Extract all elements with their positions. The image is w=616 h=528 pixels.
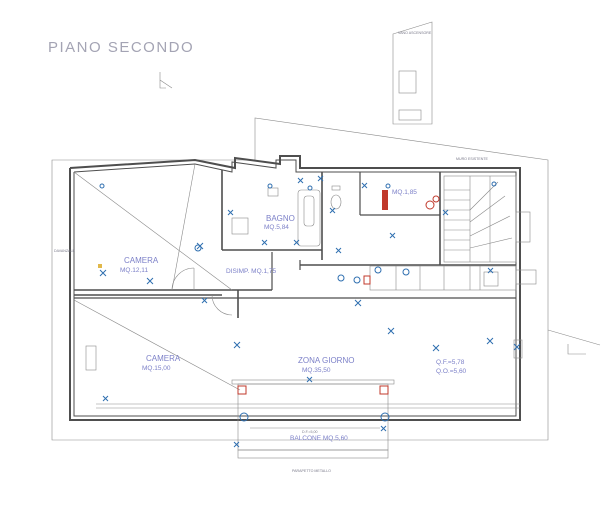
balcone-sublabel: D.F.=5,00 [302, 430, 317, 434]
room-name-zona-giorno: ZONA GIORNO [298, 356, 354, 365]
wall-openings [85, 211, 537, 371]
plan-title: PIANO SECONDO [48, 39, 194, 56]
annotation-bottom: PARAPETTO METALLO [292, 469, 331, 473]
room-area-zona-giorno: MQ.35,50 [302, 367, 331, 374]
site-outline-spur [547, 329, 601, 346]
room-label-disimp: DISIMP. MQ.1,75 [226, 268, 276, 275]
height-label-qf: Q.F.=5,78 [436, 359, 465, 366]
kitchen-counter [369, 265, 517, 291]
site-plan-outline [392, 21, 433, 125]
room-area-camera-upper: MQ.12,11 [120, 267, 148, 274]
site-plan-block-a [398, 70, 417, 94]
balcony [96, 379, 520, 459]
site-plan-block-b [398, 109, 422, 121]
annotation-wall-top: MURO ESISTENTE [456, 157, 489, 161]
door-swing-camera [171, 267, 195, 291]
door-swing-lower [211, 294, 233, 316]
annotation-legend-box: VANO ASCENSORE [398, 31, 432, 35]
annotation-davanzale: DAVANZALE [54, 249, 75, 253]
room-name-camera-lower: CAMERA [146, 354, 181, 363]
heating-symbols [98, 190, 440, 395]
room-label-balcone: BALCONE MQ.5,60 [290, 435, 348, 442]
room-name-camera-upper: CAMERA [124, 256, 159, 265]
outer-walls [69, 155, 521, 421]
room-area-bagno: MQ.5,84 [264, 224, 289, 231]
room-area-camera-lower: MQ.15,00 [142, 365, 171, 372]
section-marker-icon [567, 344, 586, 355]
interior-walls [74, 170, 516, 318]
electrical-symbols [99, 175, 521, 448]
stair-flight [443, 175, 517, 263]
north-marker-icon [159, 72, 173, 89]
construction-lines [73, 163, 241, 391]
height-label-qo: Q.O.=5,60 [436, 368, 467, 375]
room-label-lavanderia: MQ.1,85 [392, 189, 417, 196]
room-name-bagno: BAGNO [266, 214, 295, 223]
